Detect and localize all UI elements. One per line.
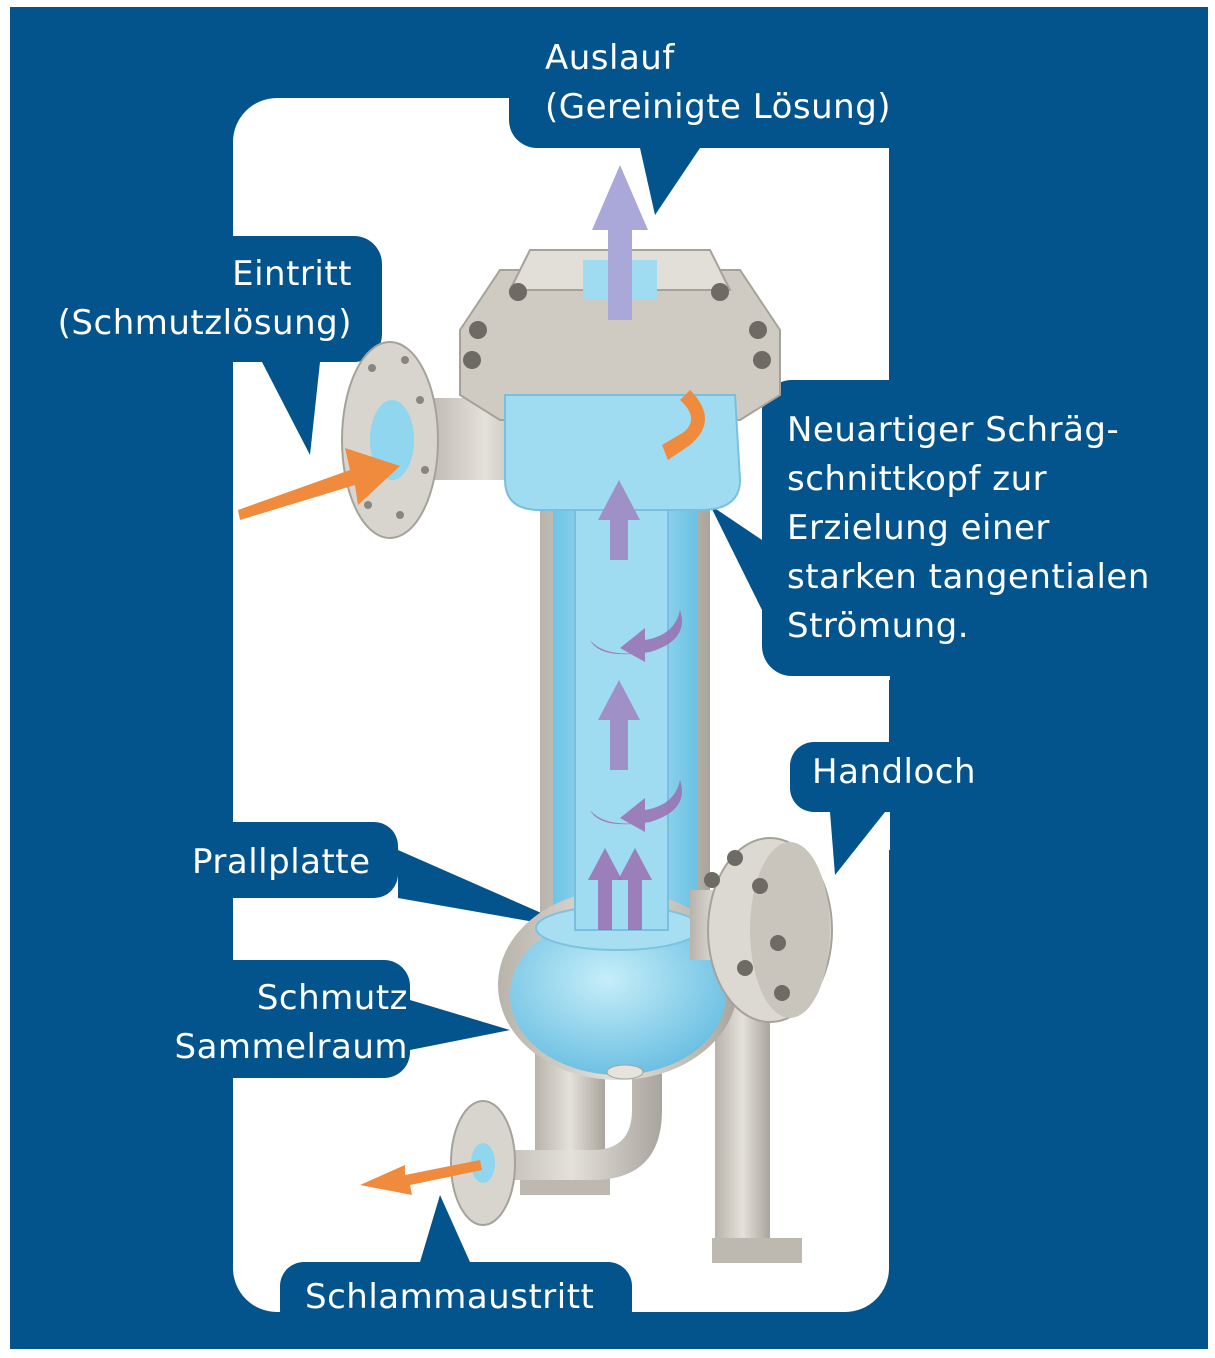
label-dirt-chamber: Schmutz Sammelraum <box>150 974 408 1072</box>
label-sludge-outlet: Schlammaustritt <box>305 1273 594 1322</box>
label-head: Neuartiger Schräg- schnittkopf zur Erzie… <box>787 406 1150 651</box>
label-inlet: Eintritt (Schmutzlösung) <box>30 250 352 348</box>
label-handhole: Handloch <box>812 748 976 797</box>
label-outlet: Auslauf (Gereinigte Lösung) <box>545 34 891 132</box>
label-baffle: Prallplatte <box>192 838 371 887</box>
